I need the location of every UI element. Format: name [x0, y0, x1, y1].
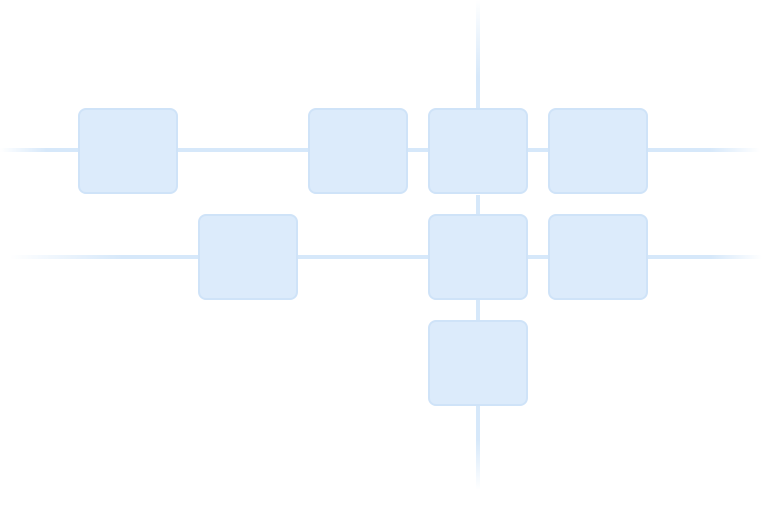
connector-row-2-middle [298, 255, 428, 259]
diagram-node [198, 214, 298, 300]
connector-column-bottom [476, 406, 480, 490]
connector-column-top [476, 0, 480, 110]
connector-row-1-tail [648, 148, 760, 152]
connector-row-1-right [528, 148, 548, 152]
connector-column-mid-2 [476, 300, 480, 322]
diagram-node [428, 214, 528, 300]
diagram-node [308, 108, 408, 194]
connector-column-mid-1 [476, 195, 480, 215]
diagram-node [548, 214, 648, 300]
diagram-node [428, 320, 528, 406]
connector-row-2-right [528, 255, 548, 259]
diagram-node [78, 108, 178, 194]
connector-row-1-middle [178, 148, 428, 152]
connector-row-1-left [0, 148, 78, 152]
connector-row-2-tail [648, 255, 762, 259]
diagram-node [428, 108, 528, 194]
diagram-node [548, 108, 648, 194]
connector-row-2-left [10, 255, 198, 259]
